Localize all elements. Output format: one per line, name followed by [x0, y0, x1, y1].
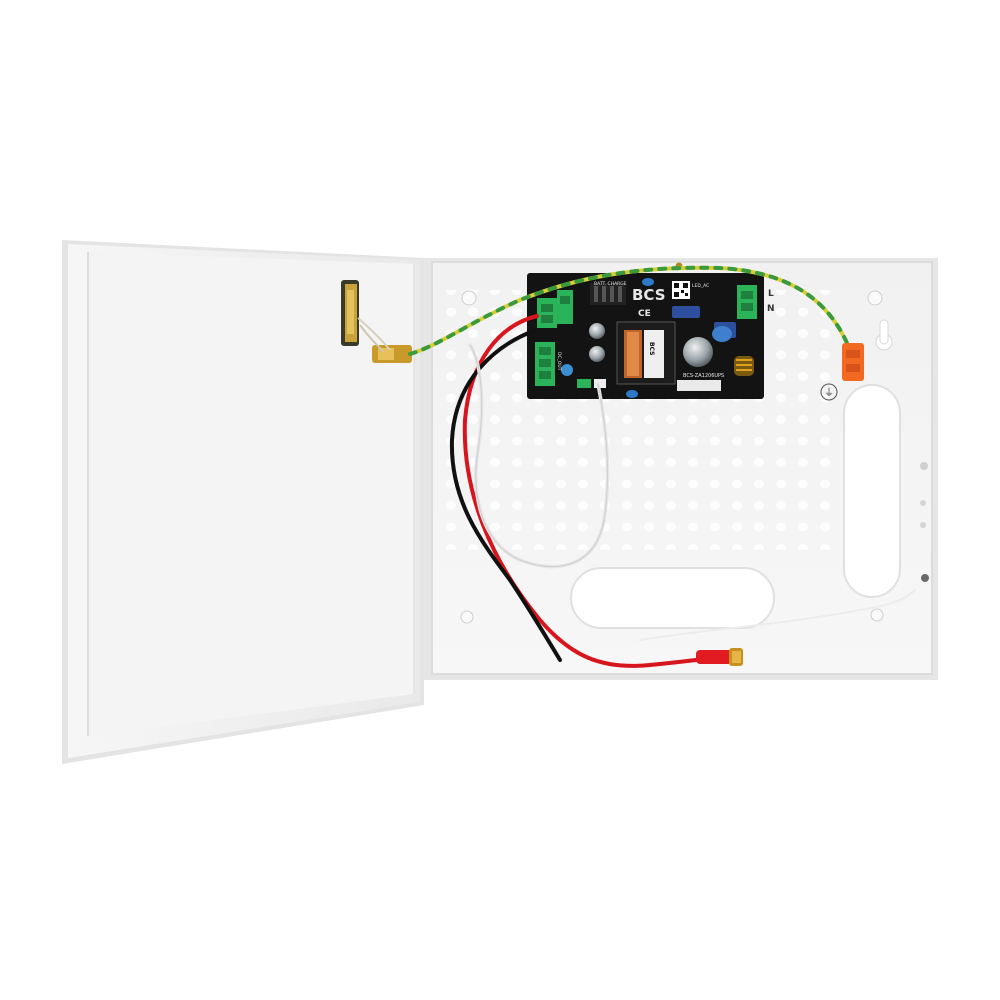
mount-hole: [867, 290, 883, 306]
pcb-ce-mark: CE: [638, 309, 651, 319]
terminal-block-aux: [557, 290, 573, 324]
wiring: [408, 265, 916, 668]
terminal-block-dc-out: [535, 342, 555, 386]
mains-n-label: N: [767, 304, 775, 314]
cable-slot-bottom: [570, 567, 775, 629]
pcb-batt-charge-label: BATT. CHARGE: [594, 281, 627, 287]
tamper-switch: [341, 280, 359, 346]
mount-hole: [460, 610, 474, 624]
capacitor: [561, 364, 573, 376]
capacitor: [589, 346, 605, 362]
battery-connector: [696, 648, 743, 666]
earth-symbol-icon: [820, 383, 838, 401]
power-supply-pcb: BCS BATT. CHARGE CE LED_AC BCS: [527, 273, 775, 399]
pcb-dc-out-label: DC_OUT: [556, 352, 562, 371]
pcb-model-label: BCS-ZA1206UPS: [683, 373, 724, 379]
keyhole-mount: [875, 319, 893, 351]
qr-code: [672, 281, 690, 299]
choke-coil: [734, 356, 754, 376]
enclosure-door: [62, 240, 424, 764]
mains-l-label: L: [768, 289, 774, 299]
capacitor: [589, 323, 605, 339]
terminal-block-mains: [737, 285, 757, 319]
mount-hole: [870, 608, 884, 622]
capacitor-large: [683, 337, 713, 367]
mount-hole: [461, 290, 477, 306]
door-earth-lug: [372, 345, 412, 363]
transformer: BCS: [616, 321, 676, 385]
terminal-block-batt: [537, 298, 557, 328]
pcb-led-ac-label: LED_AC: [692, 283, 709, 289]
cable-slot-right: [843, 384, 901, 598]
pcb-brand-logo: BCS: [632, 286, 666, 304]
earth-connector-orange: [842, 343, 864, 381]
transformer-brand: BCS: [648, 342, 655, 355]
earth-symbol-label: ⏚: [824, 387, 834, 399]
battery-wire-black: [449, 328, 562, 662]
